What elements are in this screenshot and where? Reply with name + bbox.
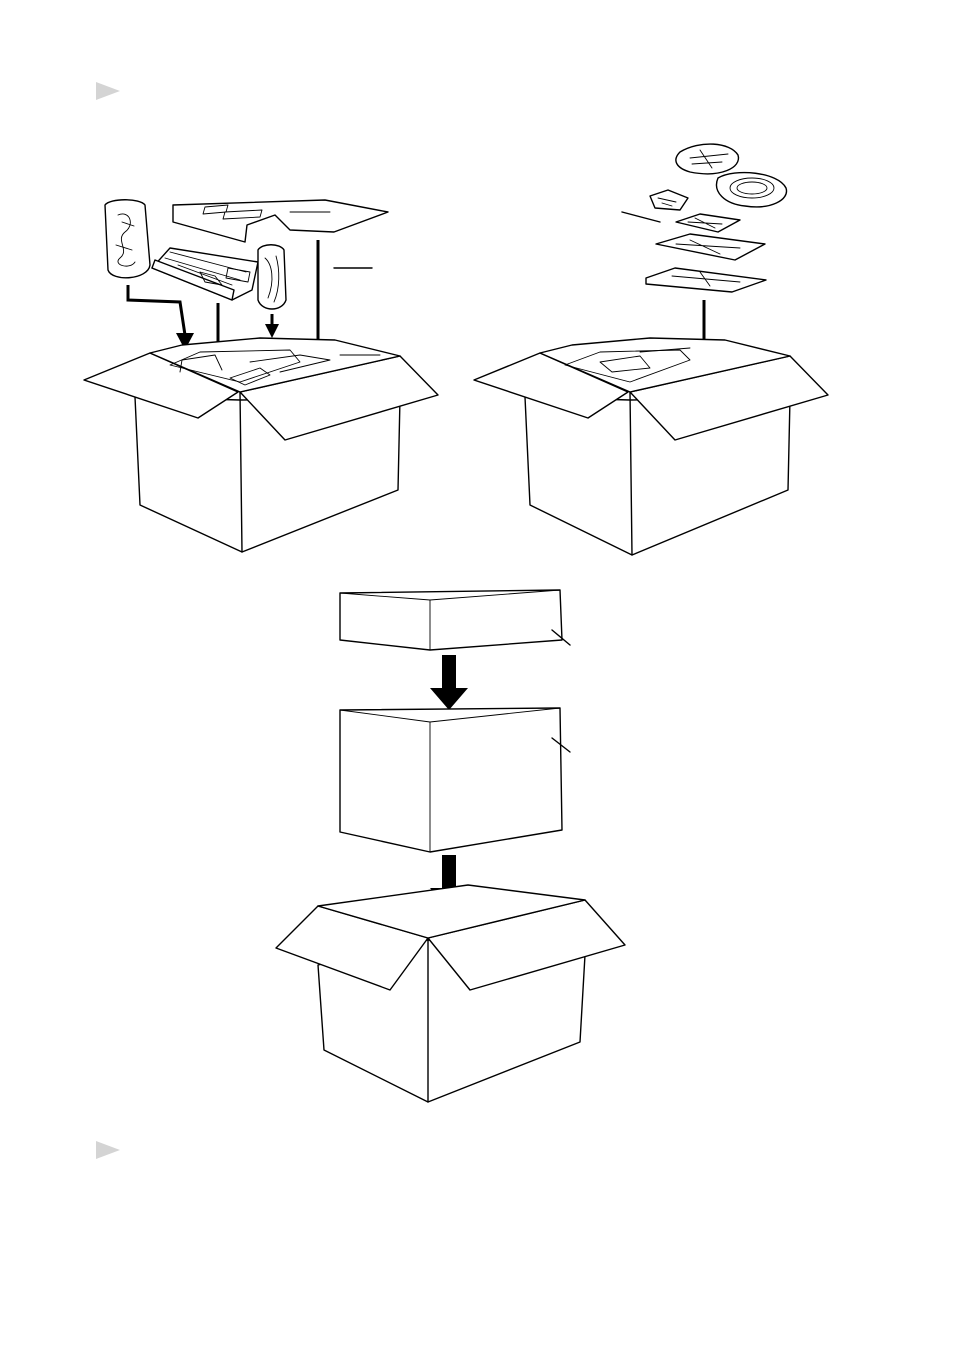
- document-stack-icon: [646, 214, 766, 292]
- packing-inner-box-right: [470, 140, 840, 560]
- cardboard-insert-icon: [173, 200, 388, 242]
- small-parts-bag-icon: [650, 190, 688, 210]
- cord-coil-icon: [717, 173, 787, 207]
- carton-lid-icon: [340, 590, 570, 650]
- accessory-bag-icon: [676, 144, 739, 174]
- double-boxing: [270, 580, 640, 1110]
- packing-inner-box-left: [80, 190, 450, 560]
- handset-bag-icon: [258, 245, 286, 309]
- inner-carton-icon: [340, 708, 570, 852]
- outer-carton-icon: [276, 885, 625, 1102]
- step-marker-2-icon: [94, 1139, 122, 1161]
- fax-machine-icon: [152, 248, 258, 300]
- cord-bag-icon: [105, 200, 150, 278]
- carton-open-icon: [474, 338, 828, 555]
- step-marker-1-icon: [94, 80, 122, 102]
- carton-open-icon: [84, 338, 438, 552]
